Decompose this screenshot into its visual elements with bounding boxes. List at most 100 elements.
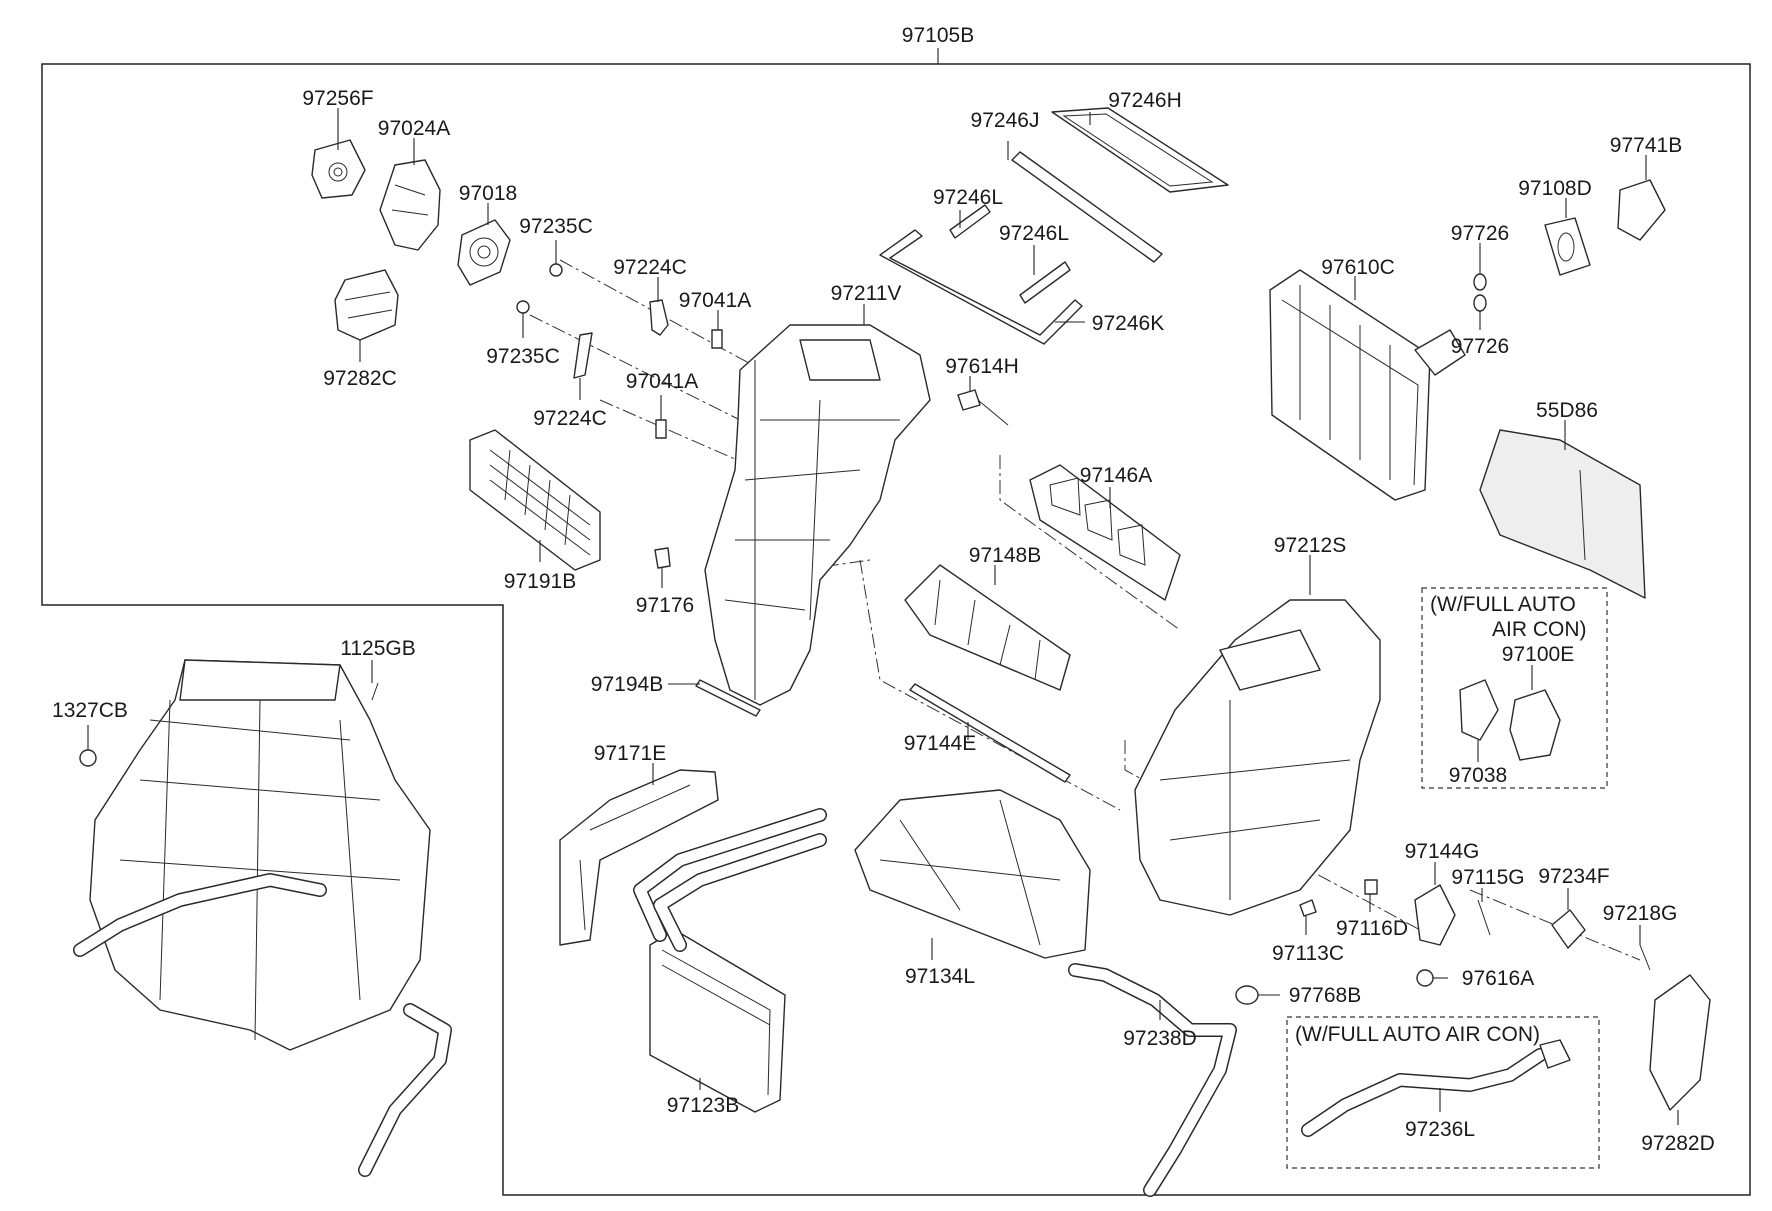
strip-97246k [879, 229, 1083, 345]
part-label-97212s: 97212S [1274, 534, 1346, 557]
case-97211v [704, 324, 931, 706]
part-label-97236l: 97236L [1405, 1118, 1475, 1141]
strip-97246l-1 [949, 204, 991, 239]
part-label-97113c: 97113C [1272, 942, 1344, 965]
cover-97282d [1649, 974, 1711, 1111]
part-label-97246l-1: 97246L [933, 186, 1003, 209]
part-label-97115g: 97115G [1451, 866, 1524, 889]
strip-97246l-2 [1019, 261, 1071, 304]
screw-97115g [1477, 899, 1491, 936]
part-label-97041a-lower: 97041A [626, 370, 698, 393]
assembly-boundary-frame [41, 63, 1751, 1196]
part-label-97726-upper: 97726 [1451, 222, 1509, 245]
o-ring-97726-upper [1473, 273, 1487, 291]
bolt-1125gb [371, 682, 379, 701]
harness-97236l [1301, 1039, 1571, 1137]
actuator-97282c [334, 269, 399, 341]
motor-97018 [457, 219, 511, 286]
part-97234f [1551, 909, 1586, 949]
lever-97224c-upper [649, 299, 669, 336]
strip-97246j [1011, 151, 1163, 263]
bracket-97024a [379, 159, 441, 251]
part-label-97018: 97018 [459, 182, 517, 205]
assembled-hvac-unit [73, 659, 452, 1177]
part-label-97134l: 97134L [905, 965, 975, 988]
part-label-97144e: 97144E [904, 732, 976, 755]
part-label-97108d: 97108D [1518, 177, 1592, 200]
part-label-97234f: 97234F [1538, 865, 1609, 888]
lever-97224c-lower [573, 332, 593, 379]
part-label-97224c-lower: 97224C [533, 407, 607, 430]
actuator-97038 [1459, 679, 1499, 741]
pin-97041a-upper [711, 329, 723, 349]
part-label-97741b: 97741B [1610, 134, 1682, 157]
part-label-97246h: 97246H [1108, 89, 1182, 112]
part-label-97610c: 97610C [1321, 256, 1395, 279]
part-label-97282d: 97282D [1641, 1132, 1715, 1155]
clip-97235c-upper [549, 263, 563, 277]
part-label-97191b: 97191B [504, 570, 576, 593]
pad-55d86 [1479, 429, 1646, 599]
part-label-97238d: 97238D [1123, 1027, 1197, 1050]
door-97148b [904, 564, 1071, 691]
part-label-97726-lower: 97726 [1451, 335, 1509, 358]
part-label-97116d: 97116D [1336, 917, 1408, 940]
leader-lines [87, 108, 1679, 1125]
o-ring-97726-lower [1473, 294, 1487, 312]
part-label-97144g: 97144G [1405, 840, 1480, 863]
lower-case-97134l [854, 789, 1091, 959]
part-label-97246k: 97246K [1092, 312, 1164, 335]
part-label-97146a: 97146A [1080, 464, 1152, 487]
sensor-97116d [1364, 879, 1378, 895]
case-97212s [1134, 599, 1381, 916]
duct-97171e [559, 769, 719, 946]
full-auto-box-2 [1286, 1016, 1600, 1169]
note-full-auto-air-con-1-line2: AIR CON) [1492, 618, 1587, 641]
grommet-97768b [1235, 985, 1259, 1005]
filter-97246h [1051, 107, 1229, 193]
pin-97041a-lower [655, 419, 667, 439]
clip-97176 [654, 547, 671, 569]
part-label-97038: 97038 [1449, 764, 1507, 787]
part-label-97246l-2: 97246L [999, 222, 1069, 245]
clip-97235c-lower [516, 300, 530, 314]
part-label-97614h: 97614H [945, 355, 1019, 378]
part-label-97235c-upper: 97235C [519, 215, 593, 238]
screw-97218g [1639, 944, 1651, 971]
gasket-97108d [1544, 217, 1591, 276]
part-label-97211v: 97211V [831, 282, 902, 305]
door-97146a [1029, 464, 1181, 601]
part-label-97282c: 97282C [323, 367, 397, 390]
part-label-97041a-upper: 97041A [679, 289, 751, 312]
part-label-97616a: 97616A [1462, 967, 1534, 990]
part-label-1125gb: 1125GB [340, 637, 416, 660]
assembly-label: 97105B [902, 24, 974, 47]
part-label-97224c-upper: 97224C [613, 256, 687, 279]
part-label-97256f: 97256F [302, 87, 373, 110]
nut-1327cb [79, 749, 97, 767]
part-label-97024a: 97024A [378, 117, 450, 140]
sensor-97614h [957, 389, 1009, 426]
part-label-97176: 97176 [636, 594, 694, 617]
part-97616a [1416, 969, 1434, 987]
part-label-97218g: 97218G [1603, 902, 1678, 925]
part-label-1327cb: 1327CB [52, 699, 128, 722]
part-label-97768b: 97768B [1289, 984, 1361, 1007]
note-full-auto-air-con-1-line1: (W/FULL AUTO [1430, 593, 1576, 616]
part-97144g [1414, 884, 1456, 946]
part-label-97194b: 97194B [591, 673, 663, 696]
part-label-97148b: 97148B [969, 544, 1041, 567]
shaft-97144e [909, 683, 1071, 783]
full-auto-box-1 [1421, 587, 1608, 789]
clip-97113c [1299, 899, 1317, 917]
part-label-97123b: 97123B [667, 1094, 739, 1117]
cover-97741b [1617, 179, 1666, 241]
actuator-97100e [1509, 689, 1561, 761]
part-label-97235c-lower: 97235C [486, 345, 560, 368]
part-label-97171e: 97171E [594, 742, 666, 765]
part-label-55d86: 55D86 [1536, 399, 1598, 422]
evaporator-97610c [1269, 269, 1466, 501]
filter-97191b [469, 429, 601, 571]
actuator-97256f [311, 139, 366, 199]
